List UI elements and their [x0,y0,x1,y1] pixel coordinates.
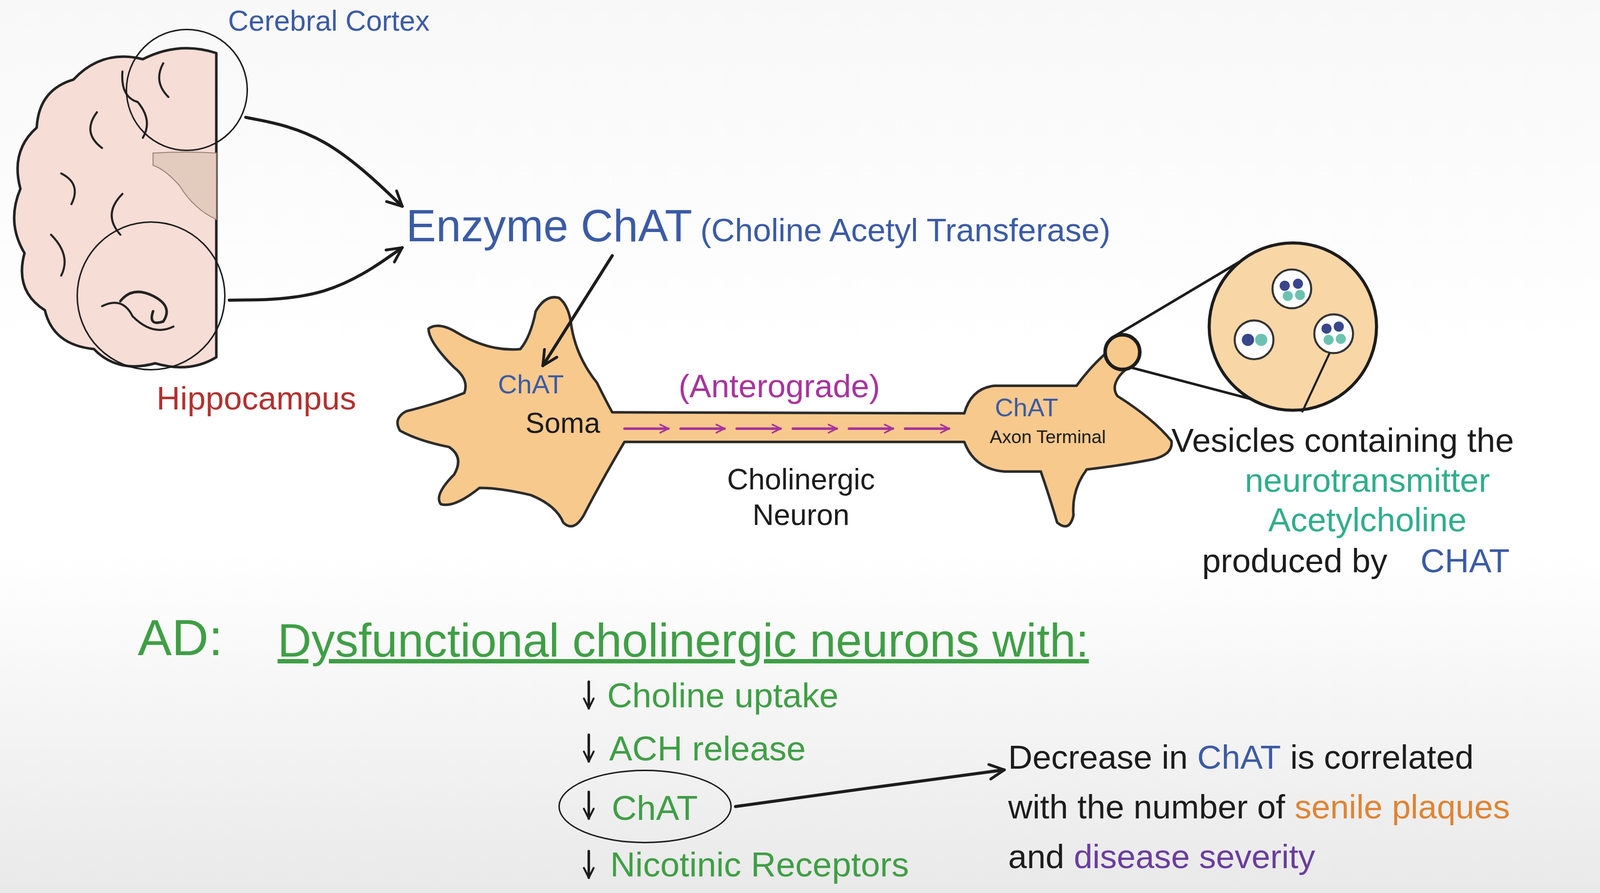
text-anchor: Hippocampus [156,379,357,417]
text-line: anddisease severity [1008,836,1510,886]
text-line: with the number ofsenile plaques [1008,786,1510,837]
text-anchor: Cholinergic Neuron [704,461,898,534]
note-text: and [1008,837,1065,876]
brain-gyri [51,63,174,330]
note-term: ChAT [1197,737,1281,776]
acetylcholine-dot [1321,323,1332,334]
note-text: Decrease in [1008,737,1188,776]
anterograde-arrows [624,427,950,430]
cortex-zoom-circle: Cerebral Cortex [125,28,248,152]
down-arrow [587,791,591,819]
terminal-bouton [1104,334,1140,370]
text-anchor: ChAT [994,392,1059,422]
process-label: (Anterograde) [678,369,880,402]
vesicle [1272,269,1312,309]
enzyme-tag: ChAT [994,392,1059,422]
acetylcholine-dot [1282,290,1294,302]
enzyme-tag: ChAT [497,369,564,400]
acetylcholine-dot [1335,333,1347,344]
region-label: Hippocampus [156,379,357,417]
decrease-arrows [587,681,591,878]
text-anchor: ACH release [609,730,806,766]
zoom-circle [1209,242,1377,410]
down-arrow [587,850,591,877]
transport-arrow [849,427,894,430]
text-anchor: ChAT [611,789,698,826]
text-anchor: Dysfunctional cholinergic neurons with: [277,613,1089,668]
enzyme-heading: Enzyme ChAT(Choline Acetyl Transferase) [406,200,1111,252]
enzyme-full-name: (Choline Acetyl Transferase) [700,211,1111,248]
text-anchor: CHAT [1420,540,1510,581]
cholinergic-neuron: ChAT Soma ChAT Axon TerminalCholinergic Neu… [392,293,1174,535]
chat-ellipse: ChAT [558,769,732,843]
transport-arrow [736,427,781,430]
acetylcholine-dot [1323,334,1334,345]
text-anchor: AD: [137,608,224,667]
hippocampus-zoom-circle: Hippocampus [76,221,226,371]
transport-arrow [905,427,950,430]
leader-line [1301,352,1330,412]
down-arrow [587,734,591,761]
callout-term: neurotransmitter Acetylcholine [1203,460,1531,540]
text-anchor: ChAT [497,369,564,400]
down-arrow [587,681,591,708]
acetylcholine-dot [1333,321,1344,332]
neuron-illustration [397,242,1377,526]
callout-text: Vesicles containing the [1171,420,1514,461]
list-item: ChAT [611,789,698,826]
list-item: Choline uptake [607,677,839,713]
connector-arrow [735,769,1005,806]
acetylcholine-dot [1279,280,1290,291]
brain-outline [14,48,217,368]
note-text: with the number of [1008,787,1286,826]
text-anchor: Axon Terminal [990,426,1106,448]
text-anchor: Cerebral Cortex [228,4,430,38]
acetylcholine-dot [1293,278,1304,289]
transport-arrow [624,427,669,430]
text-anchor: neurotransmitter Acetylcholine [1203,460,1531,540]
note-term: disease severity [1073,837,1316,876]
text-anchor: Nicotinic Receptors [609,846,909,882]
note-text: is correlated [1290,737,1474,776]
callout-term: CHAT [1420,540,1510,581]
acetylcholine-dot [1295,289,1306,301]
transport-arrow [792,427,837,430]
vesicle [1314,314,1354,354]
hippocampus-curl [120,291,167,323]
corpus-callosum [152,152,217,220]
note-term: senile plaques [1294,787,1510,826]
neuron-caption: Cholinergic Neuron [704,461,898,534]
text-line: Decrease inChATis correlated [1008,736,1510,787]
acetylcholine-dot [1241,333,1255,346]
transport-arrow [680,427,725,430]
brain-illustration [14,48,217,368]
text-anchor: (Anterograde) [678,369,880,402]
part-label: Soma [525,406,601,439]
region-label: Cerebral Cortex [228,4,430,38]
correlation-note: Decrease inChATis correlatedwith the num… [1008,736,1510,886]
text-anchor: Choline uptake [607,677,839,713]
section-heading: Dysfunctional cholinergic neurons with: [277,613,1089,668]
acetylcholine-dot [1255,333,1268,346]
connector-arrow [229,247,403,301]
connector-arrow [542,255,612,366]
enzyme-name: Enzyme ChAT [406,200,693,251]
text-anchor: Soma [525,406,601,439]
list-item: Nicotinic Receptors [609,846,909,882]
connector-arrow [245,117,402,207]
text-anchor: Vesicles containing the [1171,420,1514,461]
vesicle [1234,320,1274,360]
section-tag: AD: [137,608,224,667]
text-anchor: produced by [1201,540,1388,581]
list-item: ACH release [609,730,806,766]
callout-text: produced by [1201,540,1388,581]
part-label: Axon Terminal [990,426,1106,448]
